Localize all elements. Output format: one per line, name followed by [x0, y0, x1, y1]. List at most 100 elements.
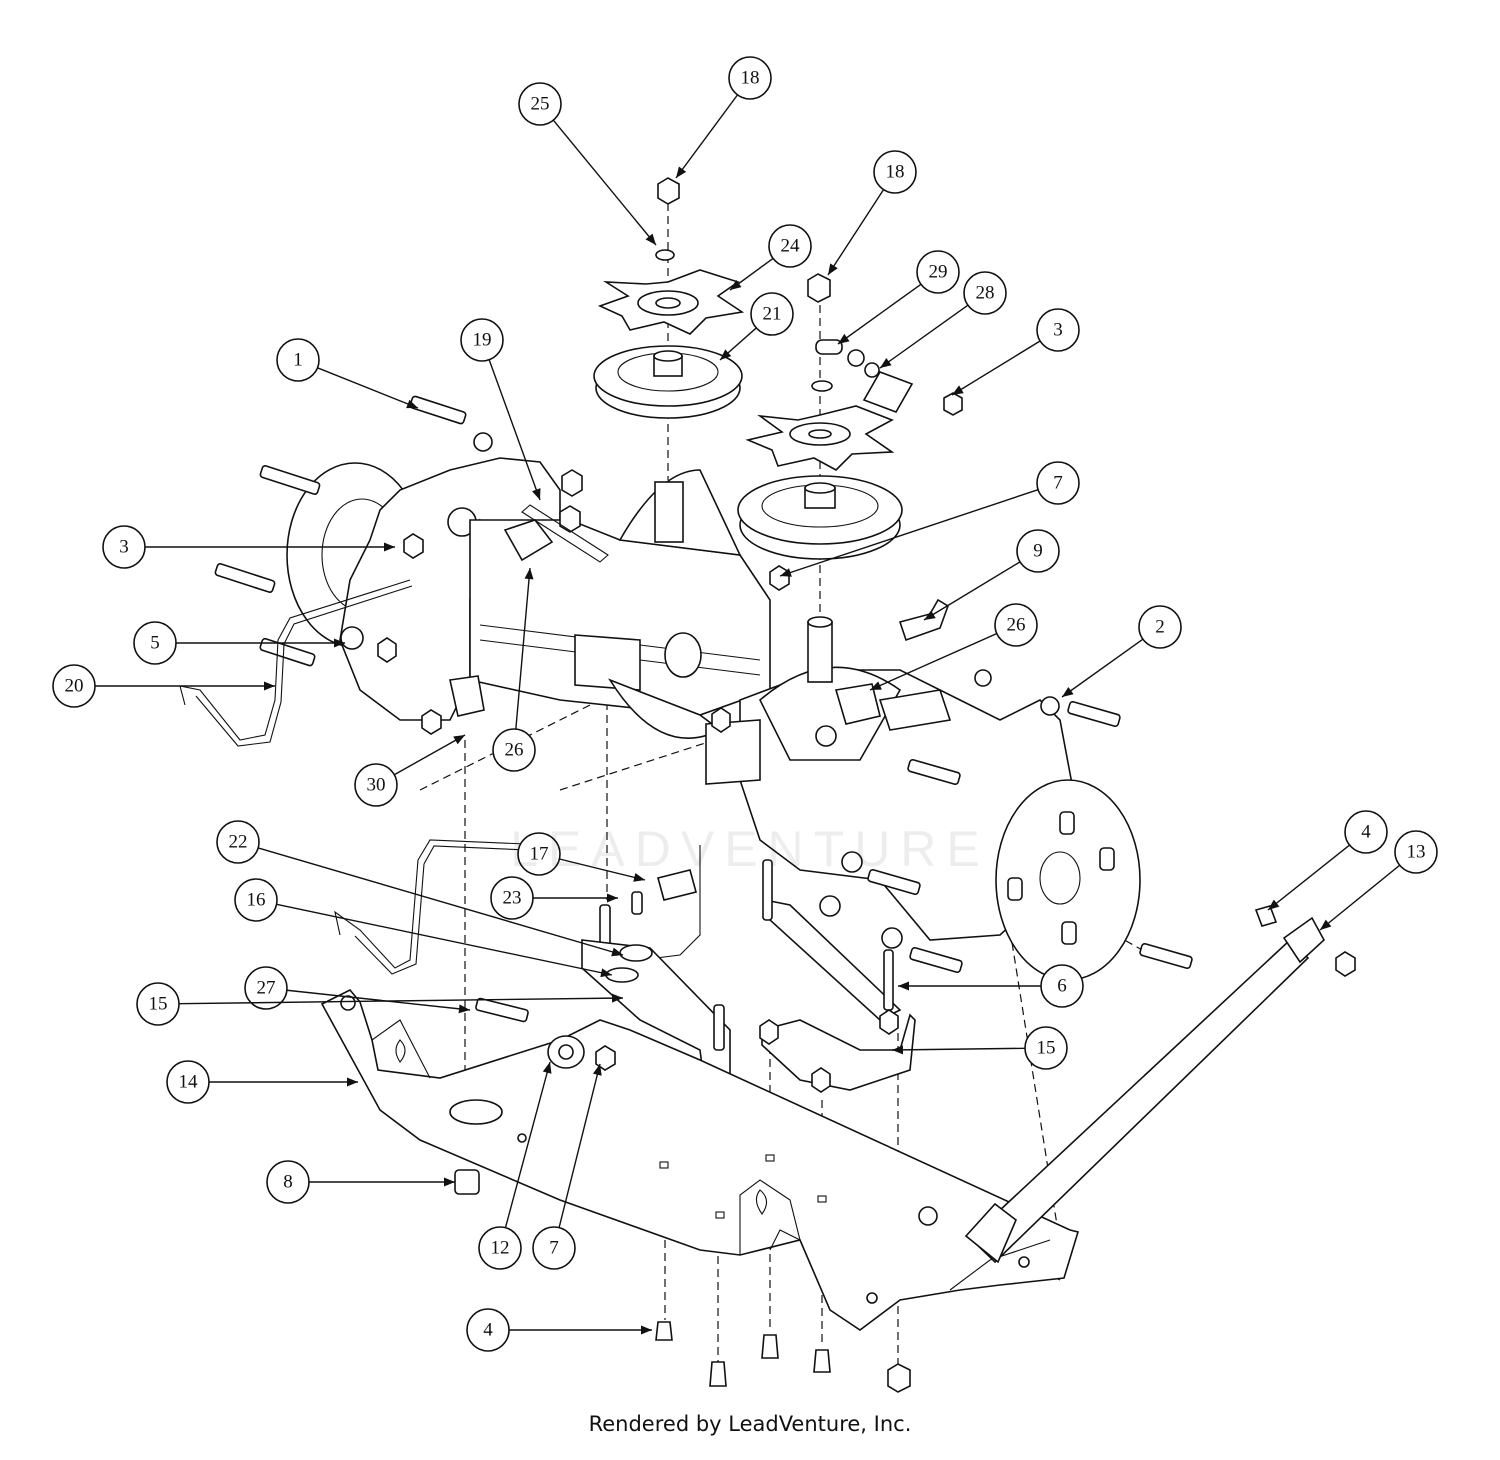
leader-arrowhead: [952, 385, 964, 395]
callout-circle: [916, 250, 960, 294]
callout-4: 4: [466, 1308, 652, 1352]
callout-label: 1: [293, 350, 303, 371]
bottom-hardware: [454, 1169, 911, 1393]
leader-arrowhead: [347, 1077, 358, 1087]
leader-arrowhead: [1268, 899, 1280, 910]
callout-label: 6: [1057, 976, 1067, 997]
leader-arrowhead: [444, 1177, 455, 1187]
callout-14: 14: [166, 1060, 358, 1104]
leader-line: [559, 858, 646, 881]
callout-circle: [517, 832, 561, 876]
leader-line: [827, 189, 885, 276]
pin-23: [631, 891, 643, 915]
callout-18: 18: [675, 56, 772, 179]
callout-circle: [728, 56, 772, 100]
nut-18-upper: [657, 177, 680, 205]
callout-label: 7: [1053, 473, 1063, 494]
fitting-30: [449, 675, 485, 717]
leader-line: [317, 367, 419, 409]
leader-arrowhead: [898, 981, 909, 991]
control-linkage: [334, 839, 916, 1113]
leader-line: [1319, 864, 1401, 931]
leader-arrowhead: [532, 488, 541, 500]
callout-label: 21: [763, 304, 782, 325]
mounting-plate-14: [320, 989, 1080, 1331]
callout-label: 18: [741, 68, 760, 89]
callout-20: 20: [52, 664, 275, 708]
leader-line: [1061, 638, 1144, 698]
callout-label: 8: [283, 1172, 293, 1193]
callout-label: 13: [1407, 842, 1426, 863]
nut-7-lower: [595, 1045, 616, 1071]
callout-label: 4: [483, 1320, 493, 1341]
bypass-rod-20: [179, 579, 411, 741]
callout-12: 12: [478, 1061, 552, 1270]
exploded-parts-diagram: 1825182429282131917392625202630221741316…: [52, 56, 1438, 1393]
bracket-15-right: [761, 1013, 916, 1091]
leader-line: [488, 359, 541, 501]
leader-line: [257, 847, 624, 956]
leader-arrowhead: [780, 568, 792, 577]
footer-credit: Rendered by LeadVenture, Inc.: [588, 1412, 912, 1436]
fitting-17: [657, 869, 697, 901]
leader-line: [879, 304, 969, 369]
callout-circle: [1016, 529, 1060, 573]
leader-arrowhead: [611, 947, 623, 957]
callout-label: 4: [1361, 822, 1371, 843]
callout-circle: [994, 603, 1038, 647]
callout-21: 21: [719, 292, 794, 361]
bolt-27: [475, 997, 529, 1023]
leader-arrowhead: [334, 638, 345, 648]
callout-label: 24: [781, 236, 801, 257]
callout-3: 3: [102, 525, 395, 569]
leader-arrowhead: [592, 1064, 602, 1076]
callout-circle: [244, 966, 288, 1010]
bracket-19: [521, 504, 609, 563]
callout-label: 19: [473, 330, 492, 351]
callout-circle: [518, 82, 562, 126]
nut-bottom: [887, 1363, 911, 1393]
callout-label: 26: [1007, 615, 1026, 636]
leader-arrowhead: [720, 349, 732, 360]
leader-arrowhead: [600, 968, 612, 978]
callout-23: 23: [490, 876, 618, 920]
callout-circle: [466, 1308, 510, 1352]
leader-arrowhead: [838, 333, 850, 344]
leader-arrowhead: [611, 993, 623, 1003]
callout-label: 12: [491, 1238, 510, 1259]
leader-arrowhead: [384, 542, 395, 552]
leader-arrowhead: [924, 610, 936, 620]
callout-label: 3: [119, 537, 129, 558]
nut-3-right: [943, 392, 963, 416]
callout-circle: [1036, 308, 1080, 352]
callout-17: 17: [517, 832, 646, 882]
leader-line: [504, 1061, 551, 1228]
leader-arrowhead: [828, 263, 838, 275]
callout-circle: [166, 1060, 210, 1104]
callout-circle: [276, 338, 320, 382]
leader-line: [675, 94, 739, 179]
callout-label: 23: [503, 888, 522, 909]
callout-label: 30: [367, 775, 386, 796]
leader-arrowhead: [542, 1062, 552, 1074]
callout-label: 7: [549, 1238, 559, 1259]
leader-line: [286, 989, 471, 1011]
callout-27: 27: [244, 966, 471, 1014]
left-transmission: [179, 395, 771, 747]
callout-18: 18: [827, 150, 917, 276]
right-transmission: [705, 565, 1193, 981]
callout-7: 7: [532, 1063, 602, 1270]
callout-30: 30: [354, 734, 466, 807]
callout-label: 26: [505, 740, 524, 761]
callout-22: 22: [216, 820, 624, 957]
leader-line: [515, 567, 531, 730]
leader-line: [951, 340, 1041, 396]
callout-26: 26: [492, 567, 536, 772]
callout-label: 15: [149, 994, 168, 1015]
arm-28: [862, 371, 914, 413]
leader-line: [837, 283, 922, 345]
callout-label: 5: [150, 633, 160, 654]
leader-arrowhead: [645, 233, 656, 245]
callout-6: 6: [898, 964, 1084, 1008]
